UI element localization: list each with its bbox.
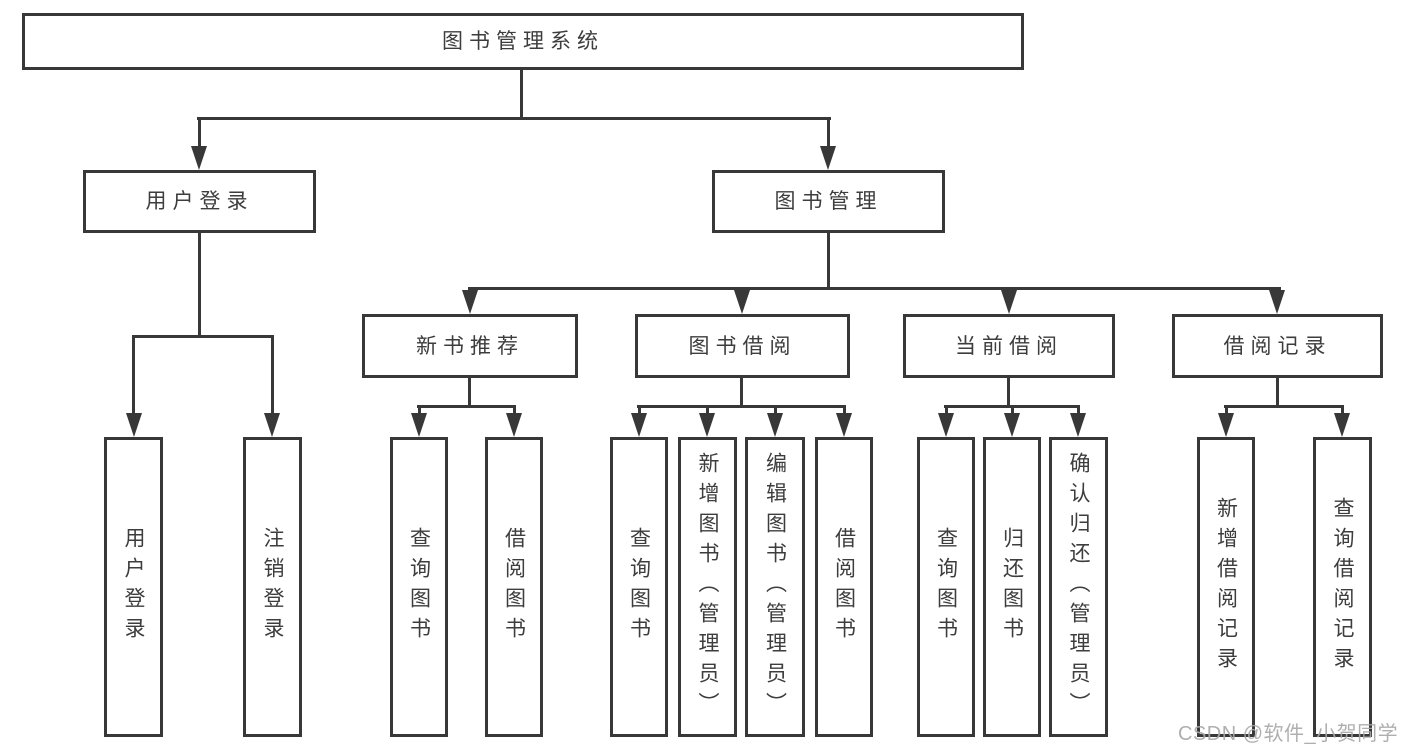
arrowhead-down-icon — [631, 413, 647, 437]
connector-line — [132, 338, 135, 416]
leaf-user-login: 用户登录 — [104, 437, 163, 737]
connector-line — [1225, 408, 1228, 417]
arrowhead-down-icon — [126, 413, 142, 437]
arrowhead-down-icon — [411, 413, 427, 437]
leaf-query-book-current: 查询图书 — [917, 437, 975, 737]
connector-line — [945, 408, 948, 417]
leaf-borrow-book: 借阅图书 — [815, 437, 873, 737]
arrowhead-down-icon — [1004, 413, 1020, 437]
leaf-borrow-book-recommend: 借阅图书 — [485, 437, 543, 737]
connector-line — [198, 119, 201, 150]
node-book-management: 图书管理 — [712, 170, 945, 233]
connector-line — [513, 408, 516, 417]
leaf-query-book-borrow: 查询图书 — [610, 437, 668, 737]
arrowhead-down-icon — [1070, 413, 1086, 437]
connector-line — [418, 408, 421, 417]
leaf-logout-login: 注销登录 — [243, 437, 302, 737]
connector-line — [706, 408, 709, 417]
connector-line — [774, 408, 777, 417]
arrowhead-down-icon — [1001, 290, 1017, 314]
leaf-query-borrow-record: 查询借阅记录 — [1313, 437, 1372, 737]
connector-line — [827, 233, 830, 289]
connector-line — [1007, 378, 1010, 407]
node-borrow-records: 借阅记录 — [1172, 314, 1383, 378]
leaf-return-book: 归还图书 — [983, 437, 1041, 737]
connector-line — [638, 408, 641, 417]
connector-line — [417, 405, 516, 408]
arrowhead-down-icon — [264, 413, 280, 437]
node-current-borrow: 当前借阅 — [903, 314, 1115, 378]
arrowhead-down-icon — [699, 413, 715, 437]
arrowhead-down-icon — [836, 413, 852, 437]
connector-line — [132, 335, 274, 338]
connector-line — [740, 378, 743, 407]
connector-line — [1224, 405, 1344, 408]
connector-line — [843, 408, 846, 417]
node-book-borrow: 图书借阅 — [635, 314, 850, 378]
connector-line — [468, 378, 471, 407]
node-new-book-recommend: 新书推荐 — [362, 314, 578, 378]
connector-line — [1011, 408, 1014, 417]
arrowhead-down-icon — [191, 146, 207, 170]
connector-line — [271, 338, 274, 416]
arrowhead-down-icon — [506, 413, 522, 437]
connector-line — [1341, 408, 1344, 417]
leaf-query-book-recommend: 查询图书 — [390, 437, 448, 737]
connector-line — [1276, 378, 1279, 407]
arrowhead-down-icon — [462, 290, 478, 314]
connector-line — [197, 117, 831, 120]
arrowhead-down-icon — [1269, 290, 1285, 314]
leaf-confirm-return-admin: 确认归还（管理员） — [1049, 437, 1108, 737]
leaf-add-book-admin: 新增图书（管理员） — [678, 437, 737, 737]
arrowhead-down-icon — [734, 290, 750, 314]
connector-line — [827, 119, 830, 150]
connector-line — [198, 233, 201, 337]
arrowhead-down-icon — [767, 413, 783, 437]
connector-line — [468, 287, 1281, 290]
watermark: CSDN @软件_小贺同学 — [1178, 723, 1399, 745]
connector-line — [1077, 408, 1080, 417]
connector-line — [520, 70, 523, 119]
node-library-system: 图书管理系统 — [22, 13, 1024, 70]
connector-line — [944, 405, 1080, 408]
arrowhead-down-icon — [820, 146, 836, 170]
leaf-add-borrow-record: 新增借阅记录 — [1197, 437, 1255, 737]
arrowhead-down-icon — [938, 413, 954, 437]
node-user-login: 用户登录 — [83, 170, 316, 233]
arrowhead-down-icon — [1334, 413, 1350, 437]
connector-line — [637, 405, 846, 408]
arrowhead-down-icon — [1218, 413, 1234, 437]
leaf-edit-book-admin: 编辑图书（管理员） — [745, 437, 805, 737]
